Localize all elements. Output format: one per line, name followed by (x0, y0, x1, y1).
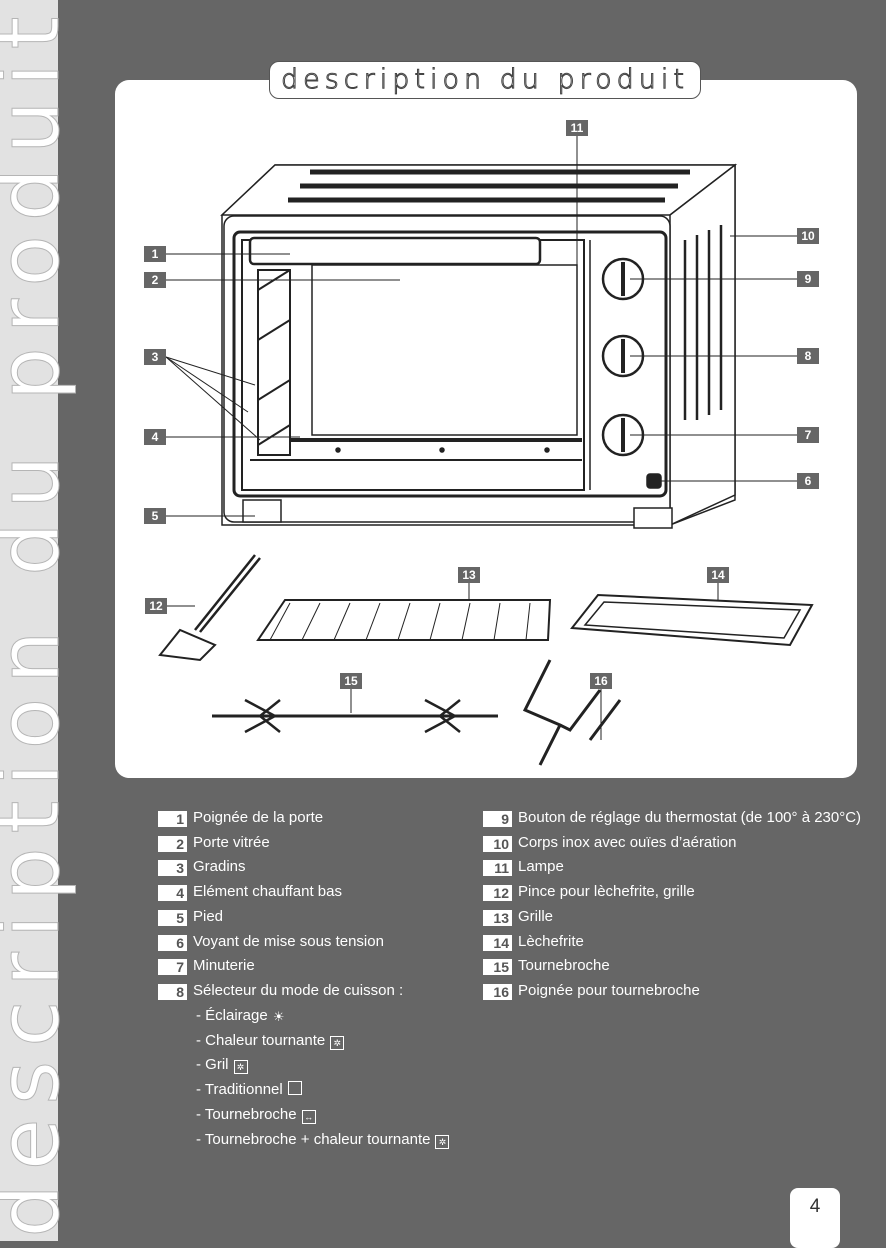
mode-label: - Gril (196, 1056, 229, 1074)
legend-label: Lèchefrite (518, 932, 584, 950)
legend-number: 15 (483, 959, 512, 976)
legend-number: 2 (158, 835, 187, 852)
side-strip (0, 0, 58, 1241)
legend-number: 13 (483, 909, 512, 926)
legend-number: 12 (483, 885, 512, 902)
legend-number: 3 (158, 860, 187, 877)
legend-number: 7 (158, 959, 187, 976)
callout-12: 12 (145, 598, 167, 614)
legend-number: 16 (483, 983, 512, 1000)
callout-15: 15 (340, 673, 362, 689)
legend-label: Tournebroche (518, 957, 610, 975)
callout-9: 9 (797, 271, 819, 287)
mode-item: - Chaleur tournante ✲ (196, 1031, 345, 1050)
callout-2: 2 (144, 272, 166, 288)
legend-number: 14 (483, 934, 512, 951)
callout-7: 7 (797, 427, 819, 443)
legend-label: Sélecteur du mode de cuisson : (193, 981, 404, 999)
legend-label: Grille (518, 907, 554, 925)
legend-number: 9 (483, 811, 512, 827)
mode-item: - Gril ✲ (196, 1056, 248, 1075)
mode-item: - Tournebroche ↔ (196, 1106, 316, 1124)
legend-label: Bouton de réglage du thermostat (de 100°… (518, 809, 862, 826)
legend-label: Pied (193, 907, 224, 925)
mode-label: - Tournebroche + chaleur tournante (196, 1130, 431, 1148)
legend-label: Lampe (518, 858, 564, 876)
rotisserie-icon: ↔ (301, 1109, 316, 1124)
callout-5: 5 (144, 508, 166, 524)
callout-10: 10 (797, 228, 819, 244)
callout-11: 11 (566, 120, 588, 136)
traditional-icon (287, 1081, 302, 1096)
callout-16: 16 (590, 673, 612, 689)
legend-label: Poignée de la porte (193, 809, 324, 826)
callout-1: 1 (144, 246, 166, 262)
page-title: description du produit (269, 61, 701, 99)
legend-number: 8 (158, 983, 187, 1000)
legend-label: Corps inox avec ouïes d’aération (518, 833, 737, 851)
callout-14: 14 (707, 567, 729, 583)
mode-item: - Traditionnel (196, 1081, 302, 1098)
legend-number: 11 (483, 860, 512, 877)
grill-icon: ✲ (233, 1060, 248, 1075)
mode-label: - Chaleur tournante (196, 1031, 326, 1049)
callout-8: 8 (797, 348, 819, 364)
mode-item: - Éclairage ☀ (196, 1007, 285, 1024)
lamp-icon: ☀ (272, 1009, 285, 1024)
callout-6: 6 (797, 473, 819, 489)
callout-4: 4 (144, 429, 166, 445)
callout-3: 3 (144, 349, 166, 365)
mode-label: - Tournebroche (196, 1105, 297, 1123)
mode-label: - Traditionnel (196, 1081, 283, 1099)
rotisserie-fan-icon: ✲ (435, 1134, 450, 1149)
oven-illustration (158, 136, 814, 766)
legend-label: Gradins (193, 858, 246, 876)
legend-number: 1 (158, 811, 187, 827)
legend-number: 5 (158, 909, 187, 926)
fan-heat-icon: ✲ (330, 1035, 345, 1050)
legend-label: Voyant de mise sous tension (193, 932, 384, 950)
legend-label: Minuterie (193, 957, 255, 975)
page-number: 4 (790, 1188, 840, 1248)
legend-label: Porte vitrée (193, 833, 270, 851)
legend-number: 4 (158, 885, 187, 902)
legend-label: Poignée pour tournebroche (518, 981, 700, 999)
mode-item: - Tournebroche + chaleur tournante ✲ (196, 1130, 450, 1149)
legend-number: 10 (483, 835, 512, 852)
legend-label: Elément chauffant bas (193, 883, 342, 901)
mode-label: - Éclairage (196, 1007, 268, 1024)
legend-number: 6 (158, 934, 187, 951)
callout-13: 13 (458, 567, 480, 583)
legend-label: Pince pour lèchefrite, grille (518, 883, 695, 901)
